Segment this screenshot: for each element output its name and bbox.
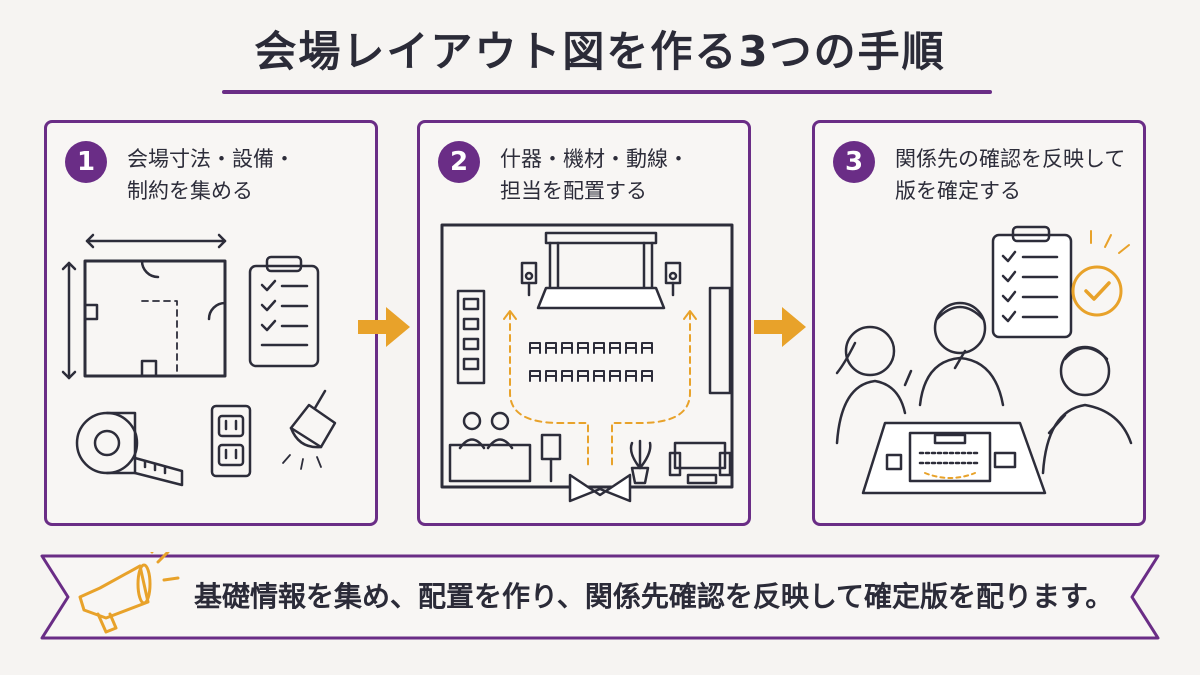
summary-text: 基礎情報を集め、配置を作り、関係先確認を反映して確定版を配ります。 <box>194 580 1114 613</box>
power-outlet-icon <box>210 404 252 478</box>
people-meeting-icon <box>835 301 1133 475</box>
stage-truss-icon <box>536 231 666 310</box>
step-2-number: 2 <box>438 141 480 183</box>
step-1-panel: 1 会場寸法・設備・ 制約を集める <box>44 120 378 526</box>
step-2-panel: 2 什器・機材・動線・ 担当を配置する <box>417 120 751 526</box>
clipboard-checklist-icon <box>248 255 320 368</box>
speaker-icon <box>520 261 682 297</box>
flow-arrow-2 <box>754 307 806 347</box>
step-1-text: 会場寸法・設備・ 制約を集める <box>127 147 295 203</box>
page-title: 会場レイアウト図を作る3つの手順 <box>254 27 946 76</box>
chair-rows-icon <box>529 342 653 382</box>
entrance-icon <box>568 473 632 503</box>
step-1-number: 1 <box>65 141 107 183</box>
spotlight-icon <box>282 389 337 470</box>
step-3-number: 3 <box>833 141 875 183</box>
checkmark-icon <box>1071 230 1130 317</box>
plant-icon <box>629 439 652 485</box>
flow-arrow-1 <box>358 307 410 347</box>
megaphone-icon <box>78 552 180 634</box>
step-2-illustration <box>440 223 734 503</box>
step-3-text: 関係先の確認を反映して 版を確定する <box>895 147 1126 203</box>
floor-plan-icon <box>61 233 227 380</box>
summary-banner <box>40 552 1160 640</box>
reception-desk-icon <box>448 411 532 483</box>
step-1-illustration <box>61 233 337 487</box>
step-3-illustration <box>835 225 1133 495</box>
tape-measure-icon <box>75 411 184 487</box>
step-2-text: 什器・機材・動線・ 担当を配置する <box>500 147 689 203</box>
step-3-panel: 3 関係先の確認を反映して 版を確定する <box>812 120 1146 526</box>
title-underline <box>222 90 992 94</box>
sofa-icon <box>668 441 732 485</box>
layout-sheet-icon <box>861 421 1047 495</box>
checklist-icon <box>991 225 1073 339</box>
